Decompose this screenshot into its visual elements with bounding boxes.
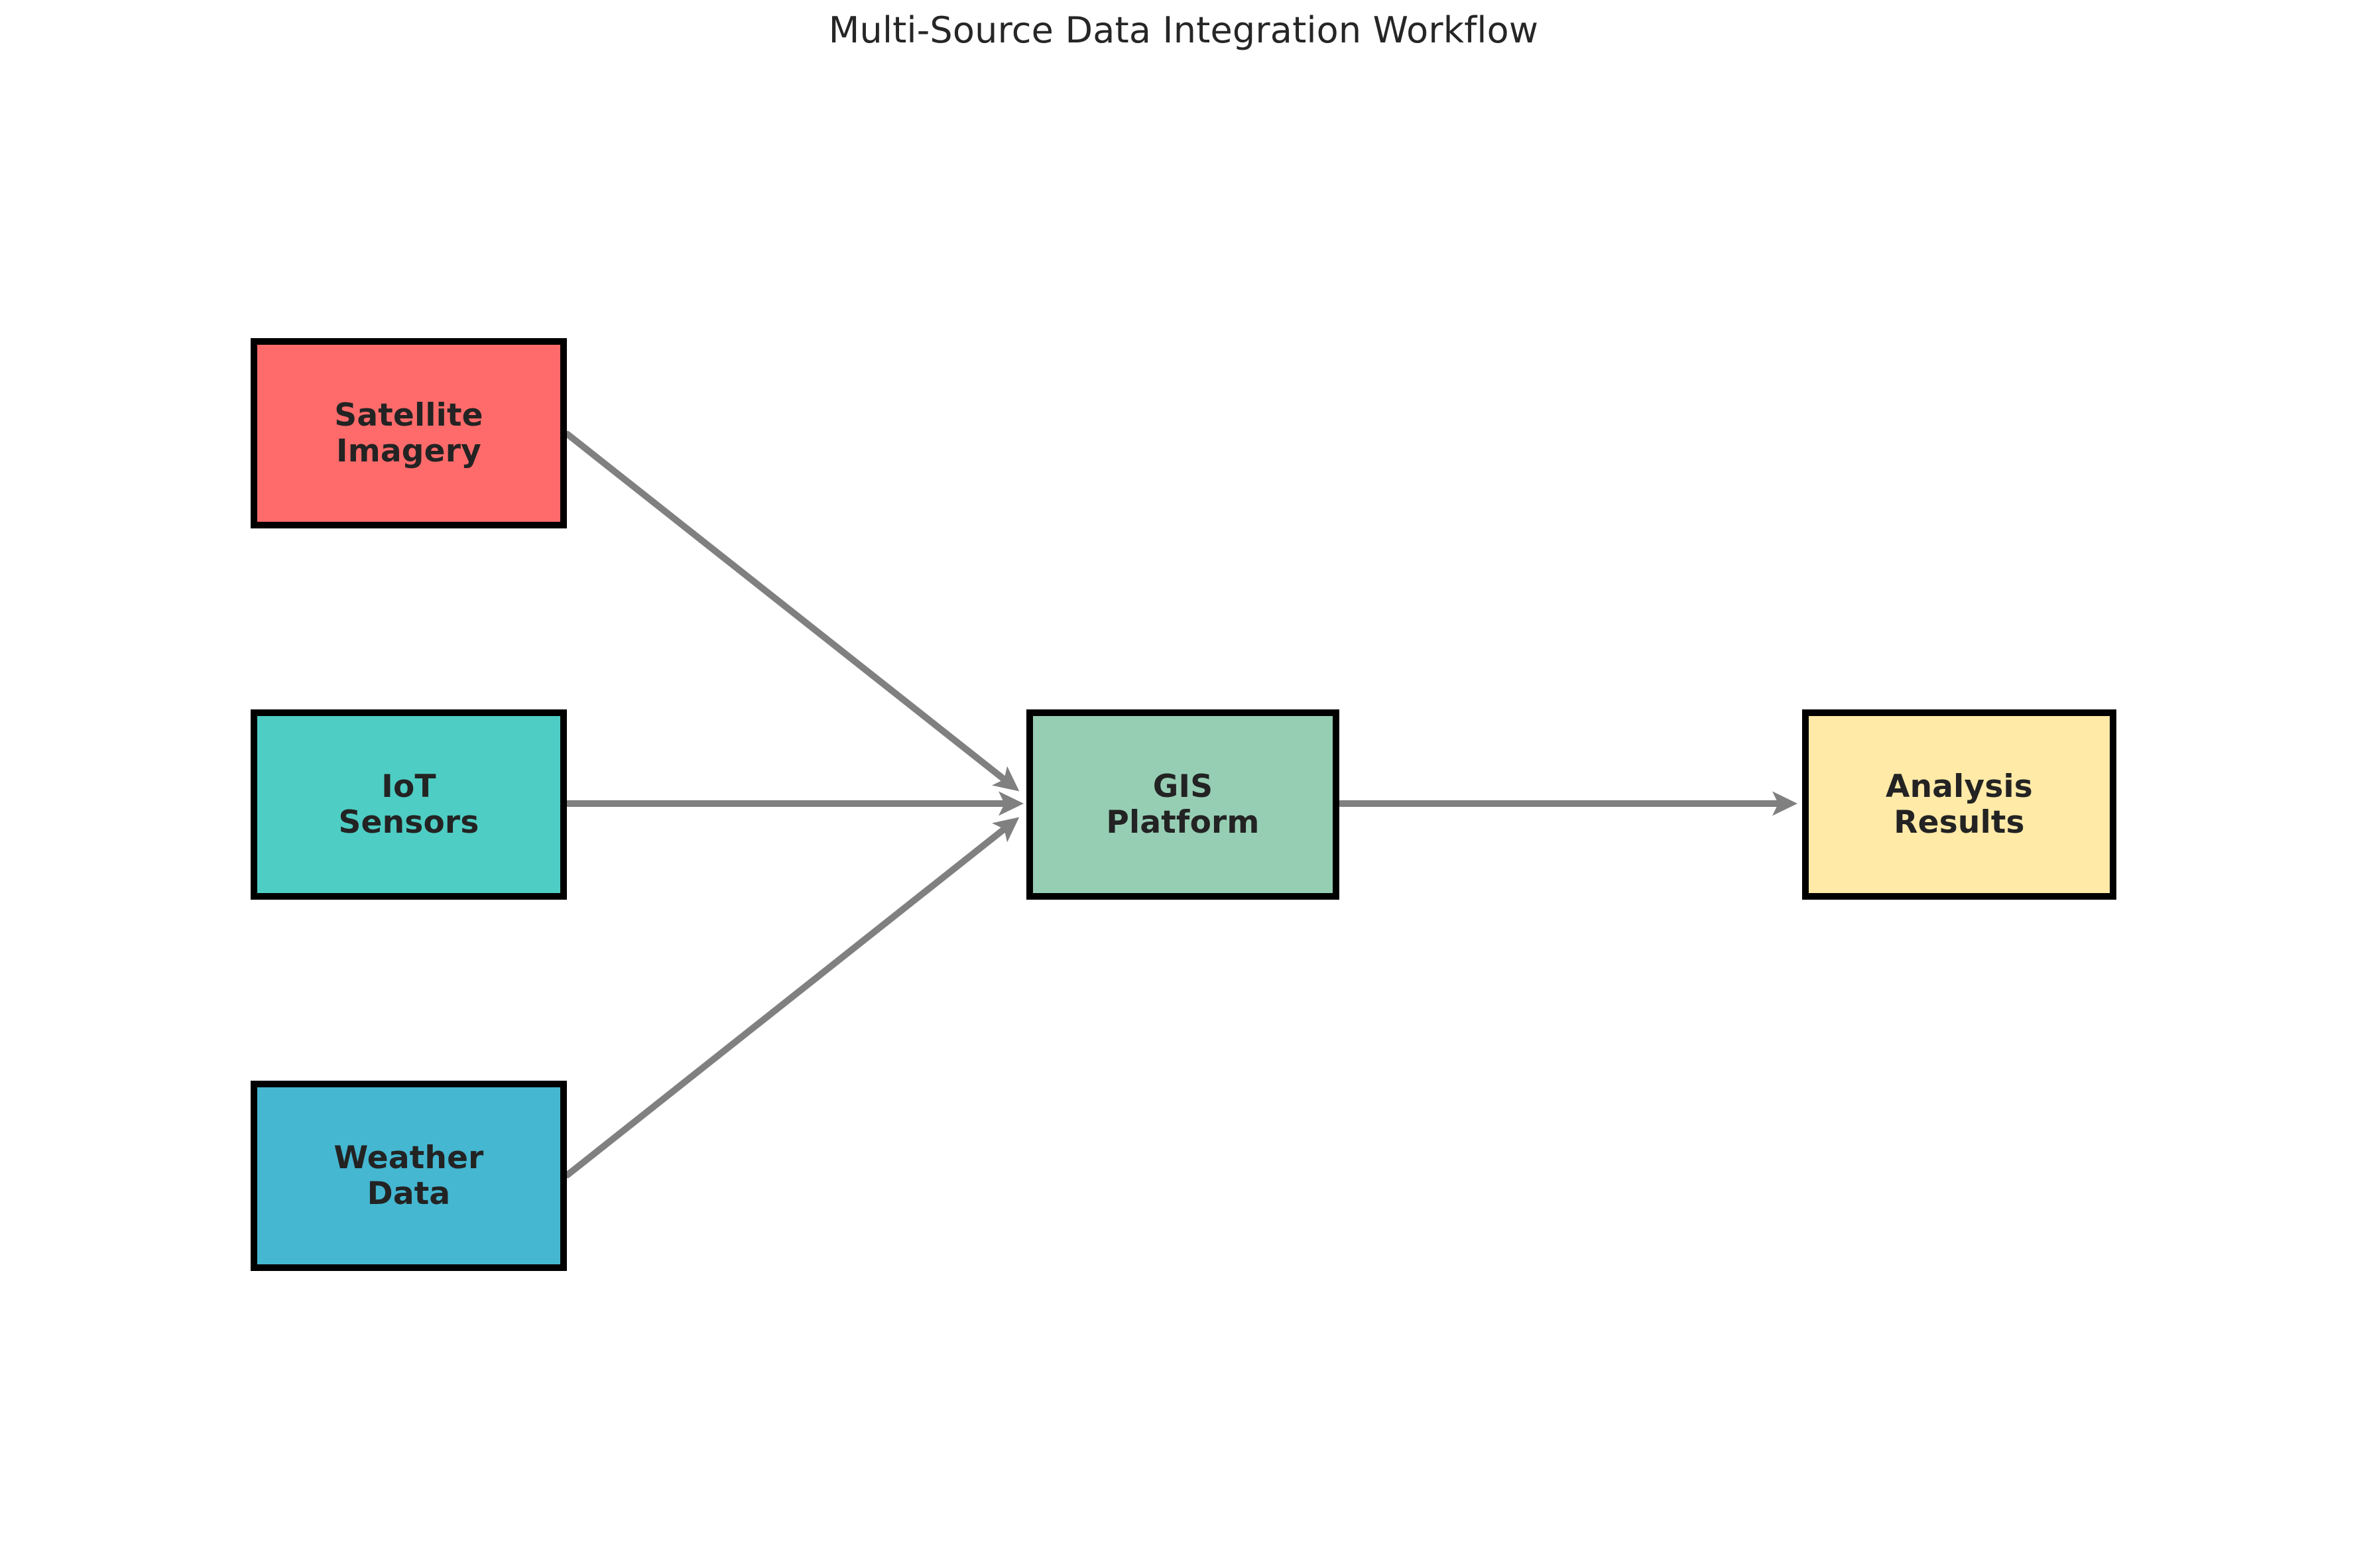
edge-satellite-to-gis xyxy=(564,431,1020,792)
node-iot-sensors[interactable]: IoT Sensors xyxy=(251,709,567,900)
node-label-analysis-results: Analysis Results xyxy=(1886,768,2033,841)
edge-weather-to-gis xyxy=(564,817,1020,1178)
node-gis-platform[interactable]: GIS Platform xyxy=(1026,709,1339,900)
node-label-weather-data: Weather Data xyxy=(334,1139,484,1212)
node-weather-data[interactable]: Weather Data xyxy=(251,1081,567,1271)
node-label-satellite-imagery: Satellite Imagery xyxy=(334,396,483,469)
node-label-iot-sensors: IoT Sensors xyxy=(338,768,479,841)
page-title: Multi-Source Data Integration Workflow xyxy=(828,9,1539,51)
node-label-gis-platform: GIS Platform xyxy=(1106,768,1260,841)
node-satellite-imagery[interactable]: Satellite Imagery xyxy=(251,338,567,528)
node-analysis-results[interactable]: Analysis Results xyxy=(1802,709,2116,900)
